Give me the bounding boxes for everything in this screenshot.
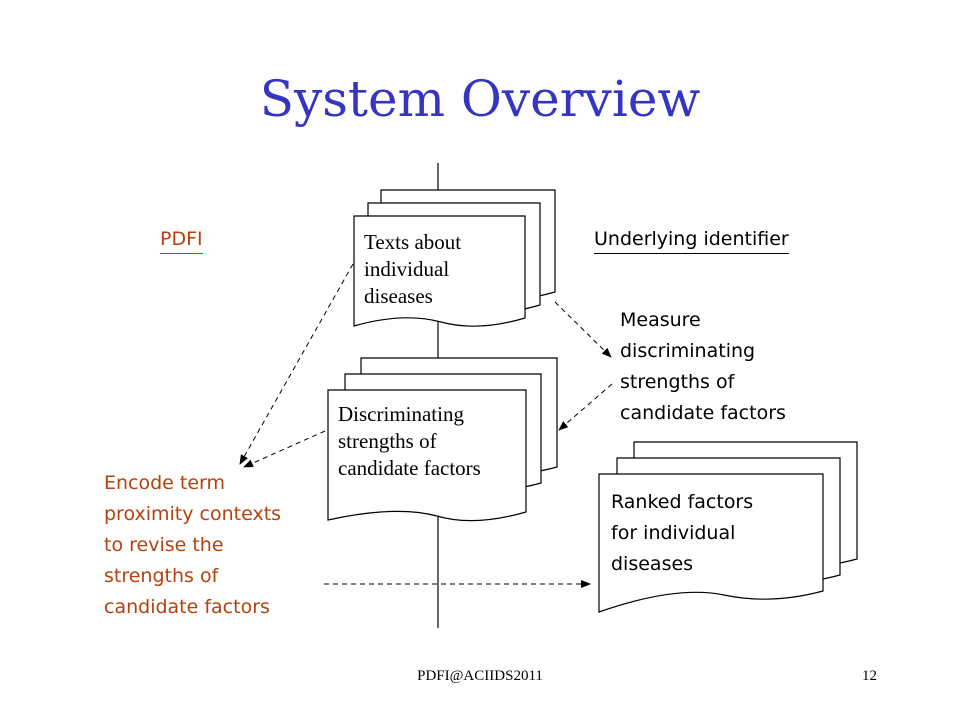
text-line: diseases xyxy=(611,553,694,575)
arrow-measure-to-strengths xyxy=(558,383,613,431)
text-line: proximity contexts xyxy=(104,503,282,525)
measure-note: Measure discriminating strengths of cand… xyxy=(620,305,840,429)
arrow-texts-to-encode xyxy=(239,263,354,465)
text-line: for individual xyxy=(611,522,736,544)
pdfi-label: PDFI xyxy=(160,228,203,254)
text-line: Texts about xyxy=(364,230,462,254)
doc-page-front xyxy=(598,473,824,613)
text-line: strengths of xyxy=(104,565,219,587)
text-line: strengths of xyxy=(338,429,437,453)
texts-document-label: Texts about individual diseases xyxy=(364,229,524,310)
text-line: Encode term xyxy=(104,472,226,494)
underlying-identifier-label: Underlying identifier xyxy=(594,228,789,254)
doc-stack-texts xyxy=(353,189,556,327)
page-number: 12 xyxy=(862,668,877,684)
text-line: candidate factors xyxy=(338,456,481,480)
text-line: diseases xyxy=(364,284,433,308)
text-line: candidate factors xyxy=(104,596,270,618)
text-line: Ranked factors xyxy=(611,491,754,513)
doc-stack-strengths xyxy=(327,357,558,522)
text-line: individual xyxy=(364,257,450,281)
footer-text: PDFI@ACIIDS2011 xyxy=(417,668,543,684)
slide-title: System Overview xyxy=(259,70,701,128)
encode-note: Encode term proximity contexts to revise… xyxy=(104,468,334,623)
arrow-texts-to-measure xyxy=(554,301,612,358)
text-line: discriminating xyxy=(620,340,756,362)
ranked-document-label: Ranked factors for individual diseases xyxy=(611,487,811,580)
text-line: Measure xyxy=(620,309,701,331)
strengths-document-label: Discriminating strengths of candidate fa… xyxy=(338,401,528,482)
text-line: to revise the xyxy=(104,534,224,556)
text-line: candidate factors xyxy=(620,402,786,424)
doc-stack-ranked xyxy=(598,441,858,613)
doc-page-front xyxy=(353,215,526,327)
doc-page-front xyxy=(327,389,527,522)
text-line: strengths of xyxy=(620,371,735,393)
text-line: Discriminating xyxy=(338,402,464,426)
arrow-strengths-to-encode xyxy=(243,430,326,468)
